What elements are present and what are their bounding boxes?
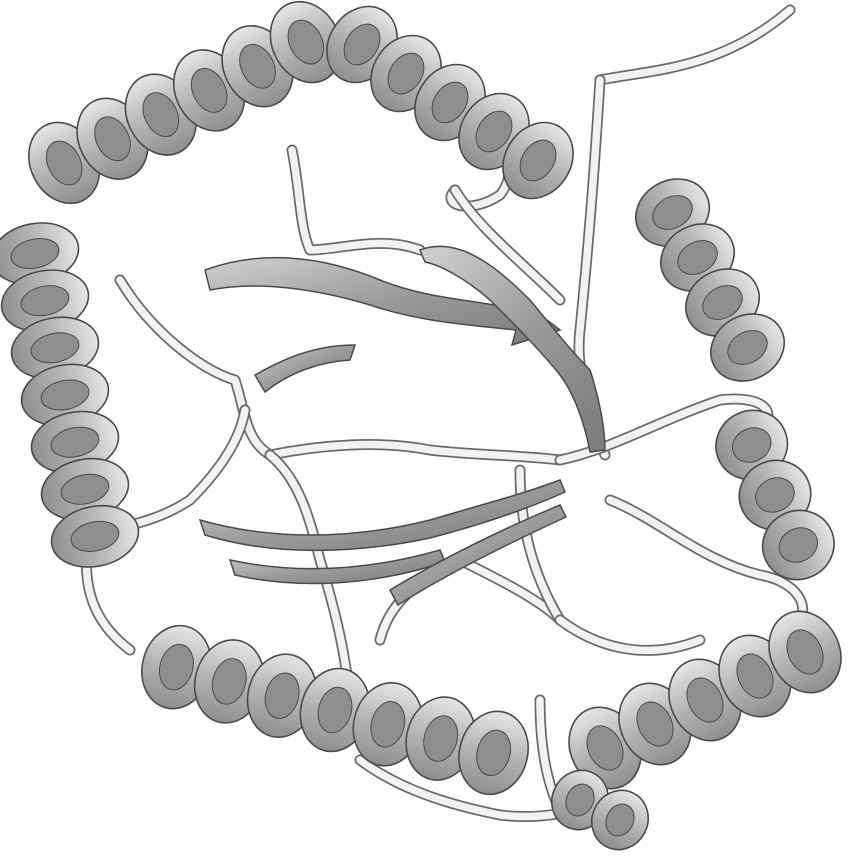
alpha-helix <box>624 166 796 394</box>
alpha-helix <box>133 618 538 803</box>
alpha-helix <box>0 215 144 575</box>
coil-loop <box>560 620 700 650</box>
beta-sheet-strands <box>200 246 605 605</box>
alpha-helix <box>15 0 354 215</box>
coil-loop <box>600 10 790 80</box>
coil-loop <box>120 280 270 455</box>
alpha-helix <box>556 599 854 800</box>
beta-strand <box>255 345 355 392</box>
coil-loop <box>270 445 560 460</box>
alpha-helix <box>313 0 588 212</box>
coil-loop <box>292 150 420 250</box>
